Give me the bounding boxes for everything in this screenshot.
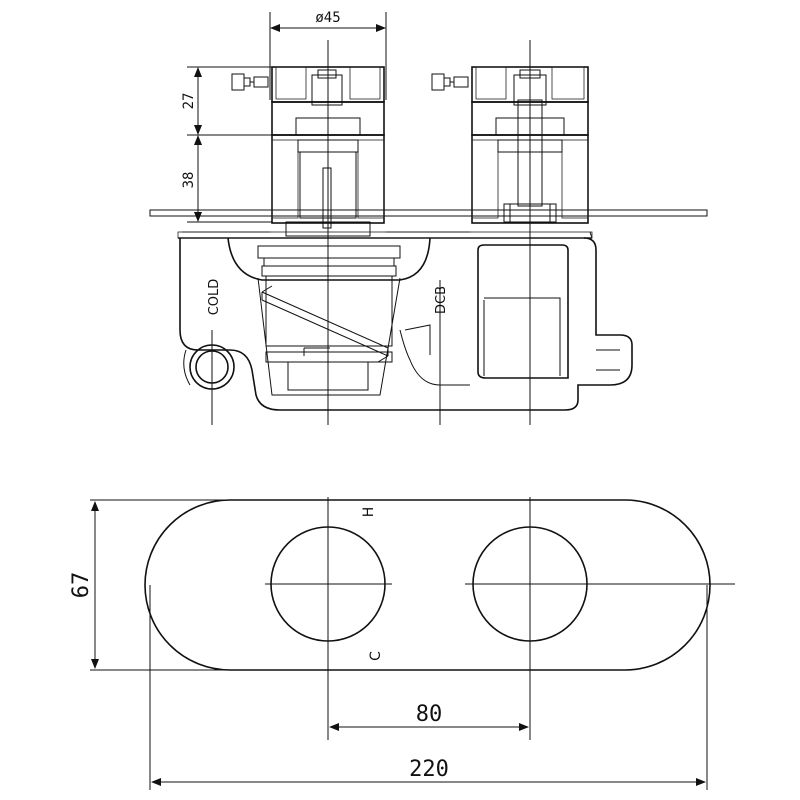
left-handle-assembly <box>231 66 385 237</box>
wall-plate <box>149 209 708 217</box>
front-view: H C 67 80 220 <box>69 497 735 790</box>
width-label: 220 <box>409 757 449 782</box>
hot-marker: H <box>361 507 377 518</box>
depth-mid-label: 38 <box>181 172 197 189</box>
right-handle-assembly <box>431 66 589 224</box>
thermostatic-cartridge <box>257 245 401 391</box>
section-view: ø45 27 38 COLD DCB <box>149 10 708 425</box>
dcb-label: DCB <box>434 286 449 314</box>
grub-screw-icon <box>431 73 469 91</box>
valve-body <box>179 237 633 411</box>
diameter-label: ø45 <box>315 10 340 26</box>
depth-top-label: 27 <box>181 93 197 110</box>
faceplate-outline <box>144 499 711 671</box>
grub-screw-icon <box>231 73 269 91</box>
cold-label: COLD <box>207 279 222 316</box>
cold-marker: C <box>368 651 384 661</box>
height-label: 67 <box>69 572 94 599</box>
centres-label: 80 <box>416 702 443 727</box>
